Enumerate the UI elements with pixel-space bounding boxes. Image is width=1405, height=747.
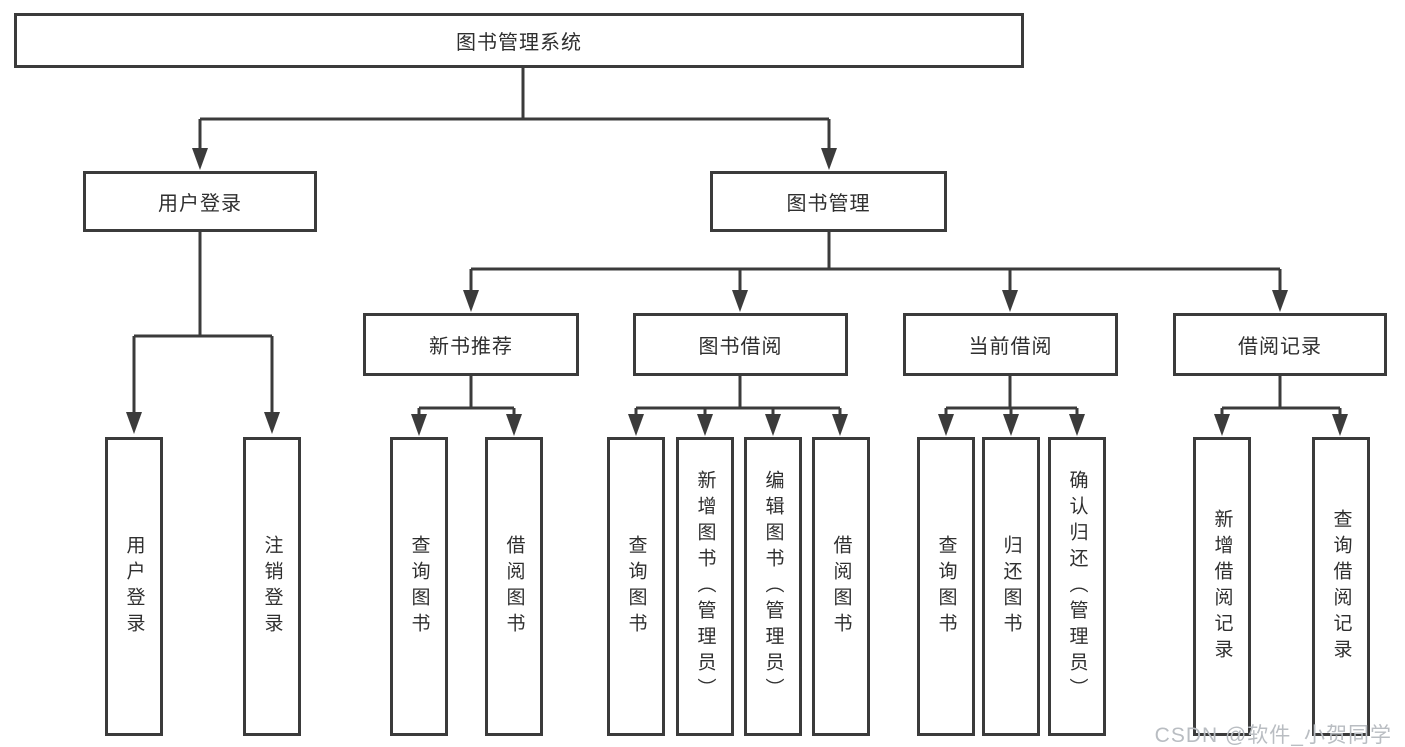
node-label: 借阅图书 [830,534,852,639]
arrowhead [463,290,479,312]
node-leaf-return-books: 归还图书 [982,437,1040,736]
node-root-system: 图书管理系统 [14,13,1024,68]
node-borrow-records: 借阅记录 [1173,313,1387,376]
node-leaf-borrow-books-2: 借阅图书 [812,437,870,736]
node-label: 图书管理 [786,193,871,215]
connector-bookmgmt-to-level2 [469,232,1282,292]
node-label: 注销登录 [261,534,283,639]
node-label: 借阅记录 [1238,336,1322,358]
node-leaf-query-books-2: 查询图书 [607,437,665,736]
connector-userlogin-to-leaves [132,232,274,414]
arrowhead [832,414,848,436]
arrowhead [1003,414,1019,436]
node-leaf-query-books-1: 查询图书 [390,437,448,736]
arrowhead [697,414,713,436]
connector-borrowrecords-to-leaves [1220,376,1342,416]
node-leaf-logout: 注销登录 [243,437,301,736]
node-new-book-recommend: 新书推荐 [363,313,579,376]
node-label: 查询图书 [935,534,957,639]
node-label: 新书推荐 [429,336,513,358]
node-label: 用户登录 [123,534,145,639]
node-label: 图书管理系统 [456,32,582,54]
arrowhead [506,414,522,436]
arrowhead [192,148,208,170]
arrowhead [1002,290,1018,312]
node-leaf-add-books-admin: 新增图书（管理员） [676,437,734,736]
node-label: 用户登录 [158,193,242,215]
arrowhead [1214,414,1230,436]
node-label: 新增借阅记录 [1211,508,1233,665]
arrowhead [732,290,748,312]
node-leaf-query-borrow-record: 查询借阅记录 [1312,437,1370,736]
node-label: 编辑图书（管理员） [762,469,784,704]
node-label: 查询借阅记录 [1330,508,1352,665]
node-leaf-query-books-3: 查询图书 [917,437,975,736]
connector-bookborrow-to-leaves [634,376,842,416]
node-label: 查询图书 [625,534,647,639]
arrowhead [411,414,427,436]
node-label: 查询图书 [408,534,430,639]
node-label: 图书借阅 [698,336,783,358]
node-user-login: 用户登录 [83,171,317,232]
connector-root-to-level1 [198,68,831,150]
node-leaf-edit-books-admin: 编辑图书（管理员） [744,437,802,736]
node-label: 新增图书（管理员） [694,469,716,704]
node-current-borrow: 当前借阅 [903,313,1118,376]
node-label: 当前借阅 [968,336,1053,358]
node-label: 归还图书 [1000,534,1022,639]
node-book-management: 图书管理 [710,171,947,232]
arrowhead [1332,414,1348,436]
node-book-borrow: 图书借阅 [633,313,848,376]
arrowhead [1272,290,1288,312]
node-label: 借阅图书 [503,534,525,639]
csdn-watermark: CSDN @软件_小贺同学 [1154,724,1392,747]
node-leaf-add-borrow-record: 新增借阅记录 [1193,437,1251,736]
arrowhead [628,414,644,436]
connector-currentborrow-to-leaves [944,376,1079,416]
node-leaf-confirm-return-admin: 确认归还（管理员） [1048,437,1106,736]
arrowhead [126,412,142,434]
arrowhead [765,414,781,436]
connector-newbooks-to-leaves [417,376,516,416]
arrowhead [264,412,280,434]
node-leaf-borrow-books-1: 借阅图书 [485,437,543,736]
arrowhead [938,414,954,436]
node-label: 确认归还（管理员） [1066,469,1088,704]
arrowhead [1069,414,1085,436]
arrowhead [821,148,837,170]
node-leaf-user-login: 用户登录 [105,437,163,736]
